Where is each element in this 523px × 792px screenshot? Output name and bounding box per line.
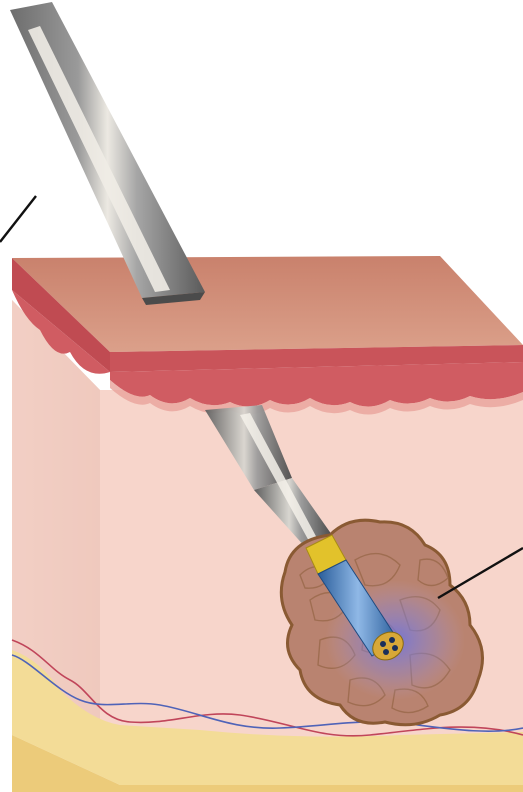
needle-leader-line: [0, 196, 36, 242]
